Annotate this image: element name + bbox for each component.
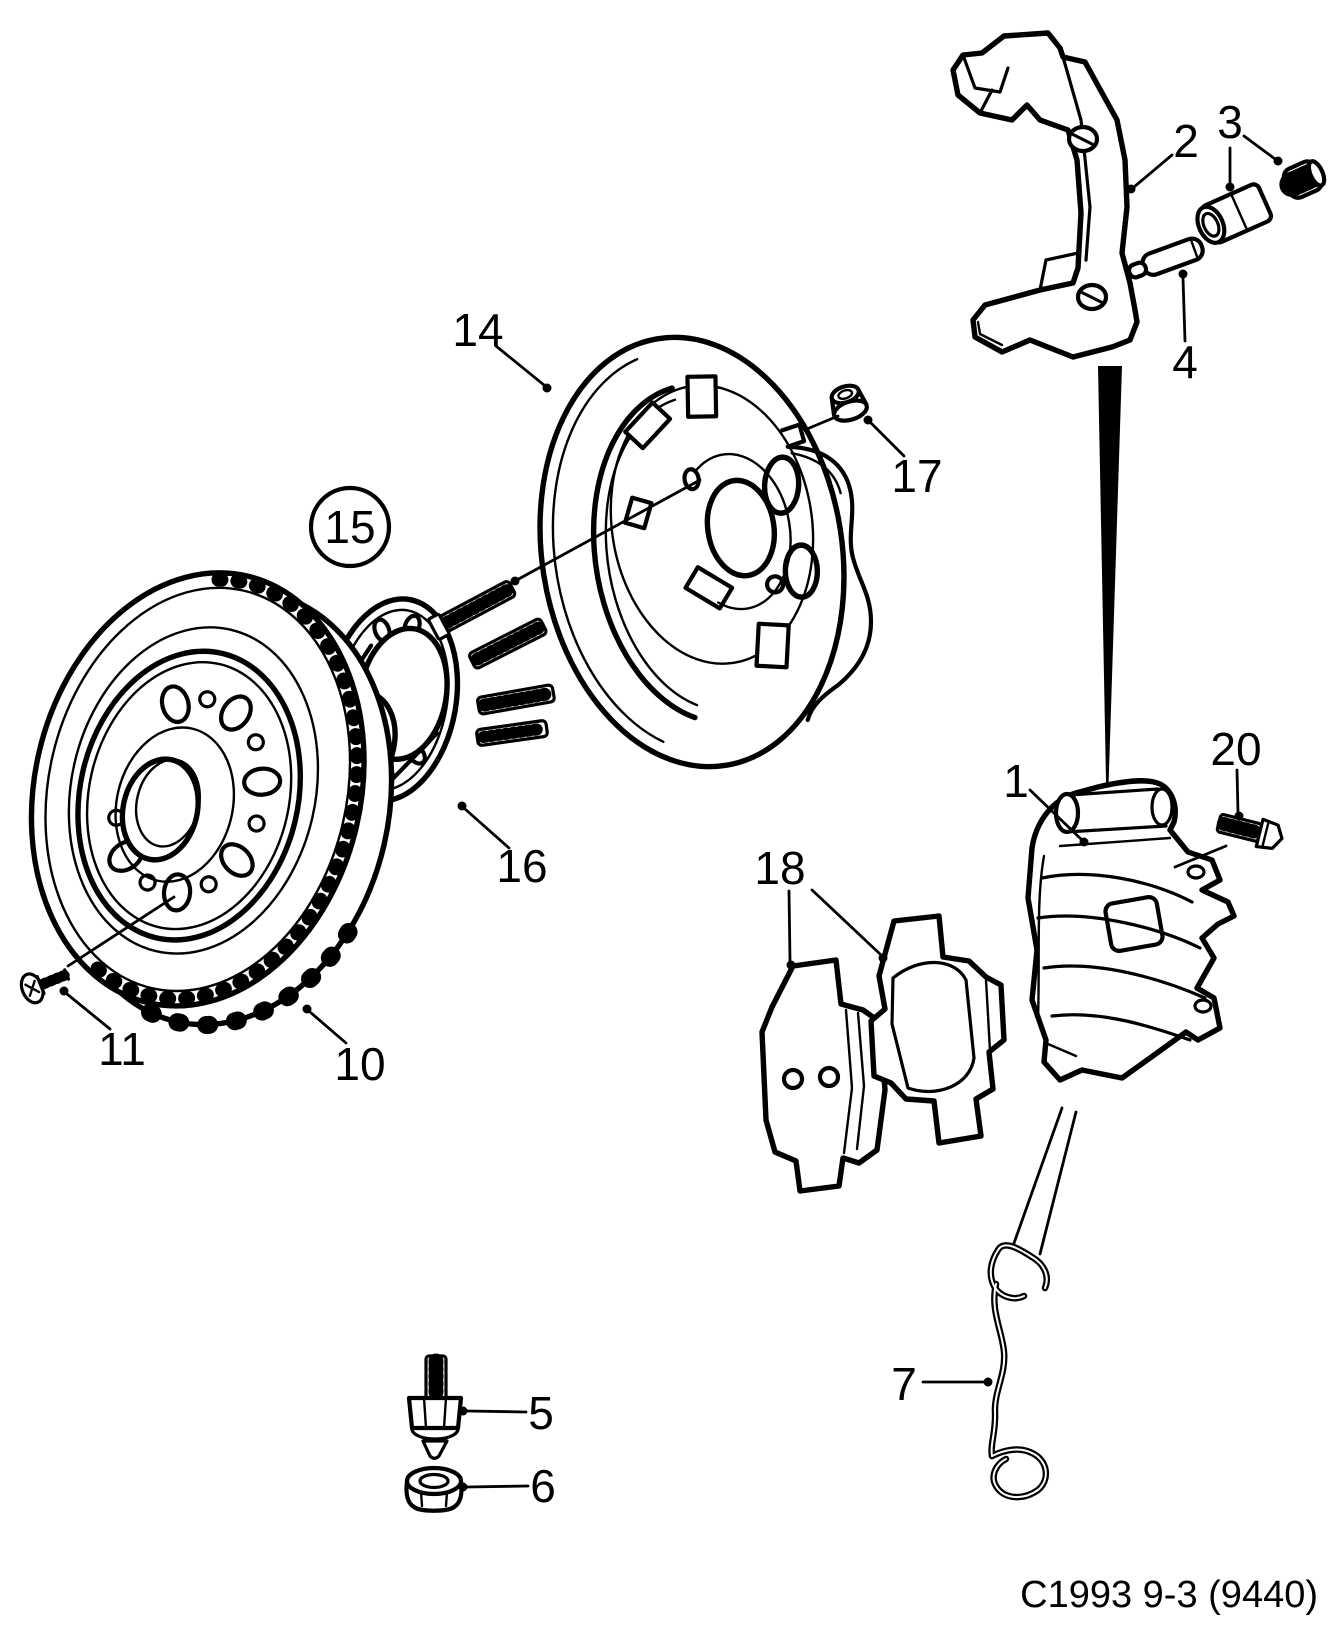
shield-nut	[829, 383, 869, 423]
pad-spring-clip	[987, 1106, 1078, 1501]
bolt-to-caliper-line	[1173, 844, 1228, 869]
callout-3: 3	[1217, 96, 1243, 148]
stud-to-shield-line	[513, 478, 702, 583]
bleeder-screw	[406, 1353, 464, 1460]
brake-disc	[28, 570, 395, 1034]
nut-to-shield-line	[805, 414, 840, 431]
callout-7: 7	[891, 1358, 917, 1410]
guide-pin	[1126, 236, 1205, 280]
guide-pin-cap	[1279, 159, 1327, 200]
wheel-stud	[475, 719, 549, 747]
wheel-stud	[476, 683, 556, 716]
caliper-guide-bolt	[1215, 813, 1284, 851]
callout-16: 16	[496, 840, 547, 892]
disc-set-screw	[19, 968, 73, 1005]
callout-labels: 1 2 3 4 5 6 7 10 11 14 15 16 17 18 20	[98, 96, 1261, 1512]
callout-15: 15	[324, 501, 375, 553]
callout-6: 6	[530, 1460, 556, 1512]
assembly-alignment-line	[1098, 366, 1122, 833]
shield-center-hole	[704, 477, 778, 579]
brake-caliper	[1025, 778, 1237, 1083]
callout-10: 10	[334, 1038, 385, 1090]
callout-20: 20	[1210, 723, 1261, 775]
callout-4: 4	[1172, 336, 1198, 388]
shield-stud-hole	[682, 467, 701, 492]
callout-11: 11	[98, 1023, 146, 1075]
callout-17: 17	[891, 450, 942, 502]
brake-pad-inner	[868, 913, 1007, 1146]
guide-pin-sleeve	[1195, 182, 1274, 245]
screw-to-disc-line	[66, 895, 176, 968]
wheel-stud	[427, 580, 517, 641]
callout-5: 5	[528, 1387, 554, 1439]
callout-2: 2	[1173, 115, 1199, 167]
drawing-caption: C1993 9-3 (9440)	[1020, 1574, 1318, 1616]
callout-15-balloon	[308, 485, 392, 569]
callout-18: 18	[754, 842, 805, 894]
bleeder-cap	[404, 1465, 464, 1513]
callout-leaders	[59, 134, 1283, 1492]
set-screw-hole	[161, 872, 193, 913]
brake-pad-outer	[759, 957, 888, 1194]
callout-14: 14	[452, 304, 503, 356]
callout-1: 1	[1003, 755, 1029, 807]
wheel-stud	[468, 617, 548, 670]
splash-shield	[537, 334, 874, 770]
caliper-bracket	[950, 30, 1140, 360]
